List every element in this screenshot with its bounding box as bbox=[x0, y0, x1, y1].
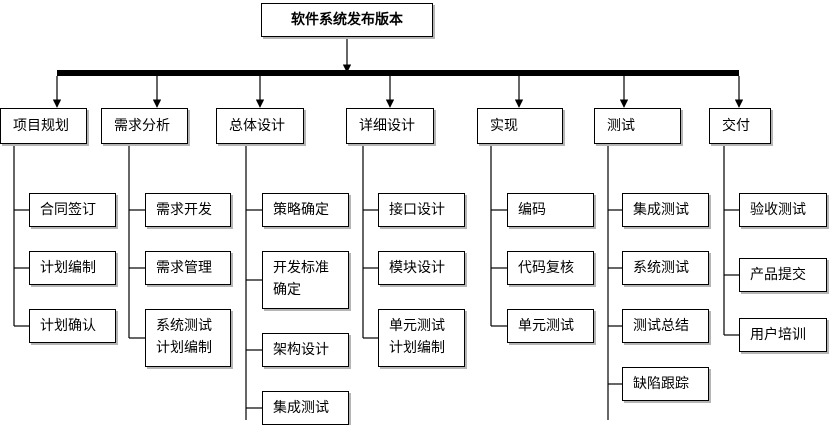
phase-label: 详细设计 bbox=[359, 118, 415, 134]
task-label: 模块设计 bbox=[389, 260, 445, 276]
task-label: 计划编制 bbox=[156, 340, 212, 356]
phase-label: 总体设计 bbox=[229, 118, 285, 134]
phase-node: 项目规划 bbox=[0, 108, 87, 144]
task-node: 计划确认 bbox=[29, 309, 116, 343]
task-node: 单元测试计划编制 bbox=[378, 309, 465, 367]
task-node: 需求开发 bbox=[145, 193, 231, 227]
task-node: 系统测试 bbox=[622, 251, 709, 285]
task-label: 代码复核 bbox=[518, 260, 574, 276]
task-label: 计划编制 bbox=[40, 260, 96, 276]
task-node: 需求管理 bbox=[145, 251, 231, 285]
task-node: 代码复核 bbox=[507, 251, 594, 285]
task-label: 需求管理 bbox=[156, 260, 212, 276]
phase-label: 测试 bbox=[607, 118, 635, 134]
root-node-label: 软件系统发布版本 bbox=[291, 12, 403, 28]
task-label: 确定 bbox=[273, 282, 301, 298]
task-label: 计划确认 bbox=[40, 318, 96, 334]
task-node: 开发标准确定 bbox=[262, 251, 349, 309]
task-node: 验收测试 bbox=[739, 193, 827, 227]
task-label: 需求开发 bbox=[156, 202, 212, 218]
phase-node: 实现 bbox=[477, 108, 563, 144]
task-label: 开发标准 bbox=[273, 260, 329, 276]
root-node-title: 软件系统发布版本 bbox=[261, 3, 433, 37]
task-label: 缺陷跟踪 bbox=[633, 376, 689, 392]
task-node: 计划编制 bbox=[29, 251, 116, 285]
task-node: 用户培训 bbox=[739, 318, 827, 352]
phase-node: 总体设计 bbox=[216, 108, 304, 144]
task-node: 单元测试 bbox=[507, 309, 594, 343]
phase-node: 测试 bbox=[594, 108, 681, 144]
task-node: 架构设计 bbox=[262, 333, 349, 367]
task-label: 架构设计 bbox=[273, 342, 329, 358]
phase-node: 需求分析 bbox=[101, 108, 188, 144]
task-node: 策略确定 bbox=[262, 193, 349, 227]
task-node: 集成测试 bbox=[262, 391, 349, 425]
phase-node: 交付 bbox=[709, 108, 771, 144]
task-label: 单元测试 bbox=[518, 318, 574, 334]
task-node: 系统测试计划编制 bbox=[145, 309, 231, 367]
task-label: 系统测试 bbox=[156, 318, 212, 334]
task-label: 系统测试 bbox=[633, 260, 689, 276]
task-label: 集成测试 bbox=[633, 202, 689, 218]
task-node: 合同签订 bbox=[29, 193, 116, 227]
task-node: 测试总结 bbox=[622, 309, 709, 343]
phase-label: 需求分析 bbox=[114, 118, 170, 134]
phase-node: 详细设计 bbox=[346, 108, 434, 144]
task-node: 缺陷跟踪 bbox=[622, 367, 709, 401]
task-node: 产品提交 bbox=[739, 258, 827, 292]
task-label: 策略确定 bbox=[273, 202, 329, 218]
task-node: 编码 bbox=[507, 193, 594, 227]
task-node: 模块设计 bbox=[378, 251, 465, 285]
task-label: 计划编制 bbox=[389, 340, 445, 356]
task-label: 合同签订 bbox=[40, 202, 96, 218]
phase-label: 交付 bbox=[722, 118, 750, 134]
task-label: 产品提交 bbox=[750, 267, 806, 283]
task-label: 用户培训 bbox=[750, 327, 806, 343]
phase-label: 实现 bbox=[490, 118, 518, 134]
task-label: 验收测试 bbox=[750, 202, 806, 218]
task-label: 接口设计 bbox=[389, 202, 445, 218]
phase-label: 项目规划 bbox=[13, 118, 69, 134]
task-node: 接口设计 bbox=[378, 193, 465, 227]
task-label: 单元测试 bbox=[389, 318, 445, 334]
task-node: 集成测试 bbox=[622, 193, 709, 227]
task-label: 测试总结 bbox=[633, 318, 689, 334]
task-label: 编码 bbox=[518, 202, 546, 218]
task-label: 集成测试 bbox=[273, 400, 329, 416]
